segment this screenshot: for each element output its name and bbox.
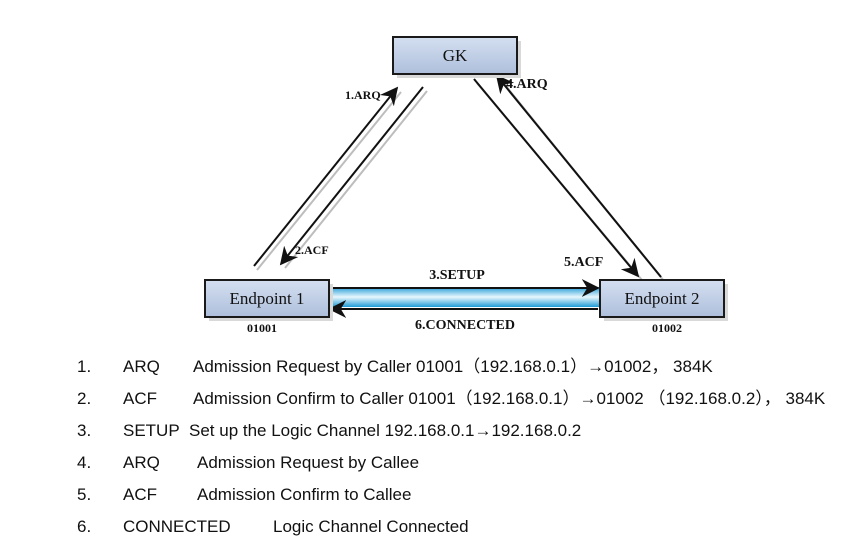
legend-code: ACF — [123, 389, 157, 408]
msg-1-arq: 1.ARQ — [345, 88, 381, 102]
arrow-4-arq — [495, 74, 662, 278]
legend-num: 6. — [77, 517, 92, 536]
arrow-1-arq-shadow — [256, 91, 402, 271]
endpoint2-number: 01002 — [652, 321, 682, 335]
legend-num: 1. — [77, 357, 92, 376]
legend-num: 4. — [77, 453, 92, 472]
arrow-2-acf — [279, 86, 424, 266]
endpoint1-label: Endpoint 1 — [229, 289, 304, 308]
msg-4-arq: 4.ARQ — [506, 77, 548, 92]
legend-num: 3. — [77, 421, 92, 440]
legend-desc: Admission Request by Callee — [197, 453, 420, 472]
legend-code: ACF — [123, 485, 157, 504]
gk-box — [392, 36, 518, 75]
msg-3-setup: 3.SETUP — [429, 268, 485, 283]
arrow-2-acf-shadow — [284, 90, 428, 269]
arrow-1-arq — [253, 86, 399, 267]
logic-channel-band — [328, 287, 600, 307]
endpoint1-number: 01001 — [247, 321, 277, 335]
legend-desc: Admission Confirm to Caller 01001（192.16… — [193, 389, 826, 408]
legend-code: CONNECTED — [123, 517, 231, 536]
msg-2-acf: 2.ACF — [295, 243, 329, 257]
legend-num: 5. — [77, 485, 92, 504]
endpoint2-label: Endpoint 2 — [624, 289, 699, 308]
legend-code: SETUP — [123, 421, 180, 440]
legend-desc: Set up the Logic Channel 192.168.0.1→192… — [189, 421, 582, 440]
endpoint2-box — [599, 279, 725, 318]
msg-5-acf: 5.ACF — [564, 255, 603, 270]
gk-label: GK — [443, 46, 468, 65]
network-diagram: GK Endpoint 1 01001 Endpoint 2 01002 1.A… — [204, 36, 728, 335]
legend-num: 2. — [77, 389, 92, 408]
legend-desc: Admission Request by Caller 01001（192.16… — [193, 357, 713, 376]
legend-code: ARQ — [123, 357, 160, 376]
legend-desc: Admission Confirm to Callee — [197, 485, 412, 504]
legend-code: ARQ — [123, 453, 160, 472]
endpoint1-box — [204, 279, 330, 318]
arrow-5-acf — [473, 78, 640, 278]
legend-desc: Logic Channel Connected — [273, 517, 469, 536]
msg-6-connected: 6.CONNECTED — [415, 318, 515, 333]
